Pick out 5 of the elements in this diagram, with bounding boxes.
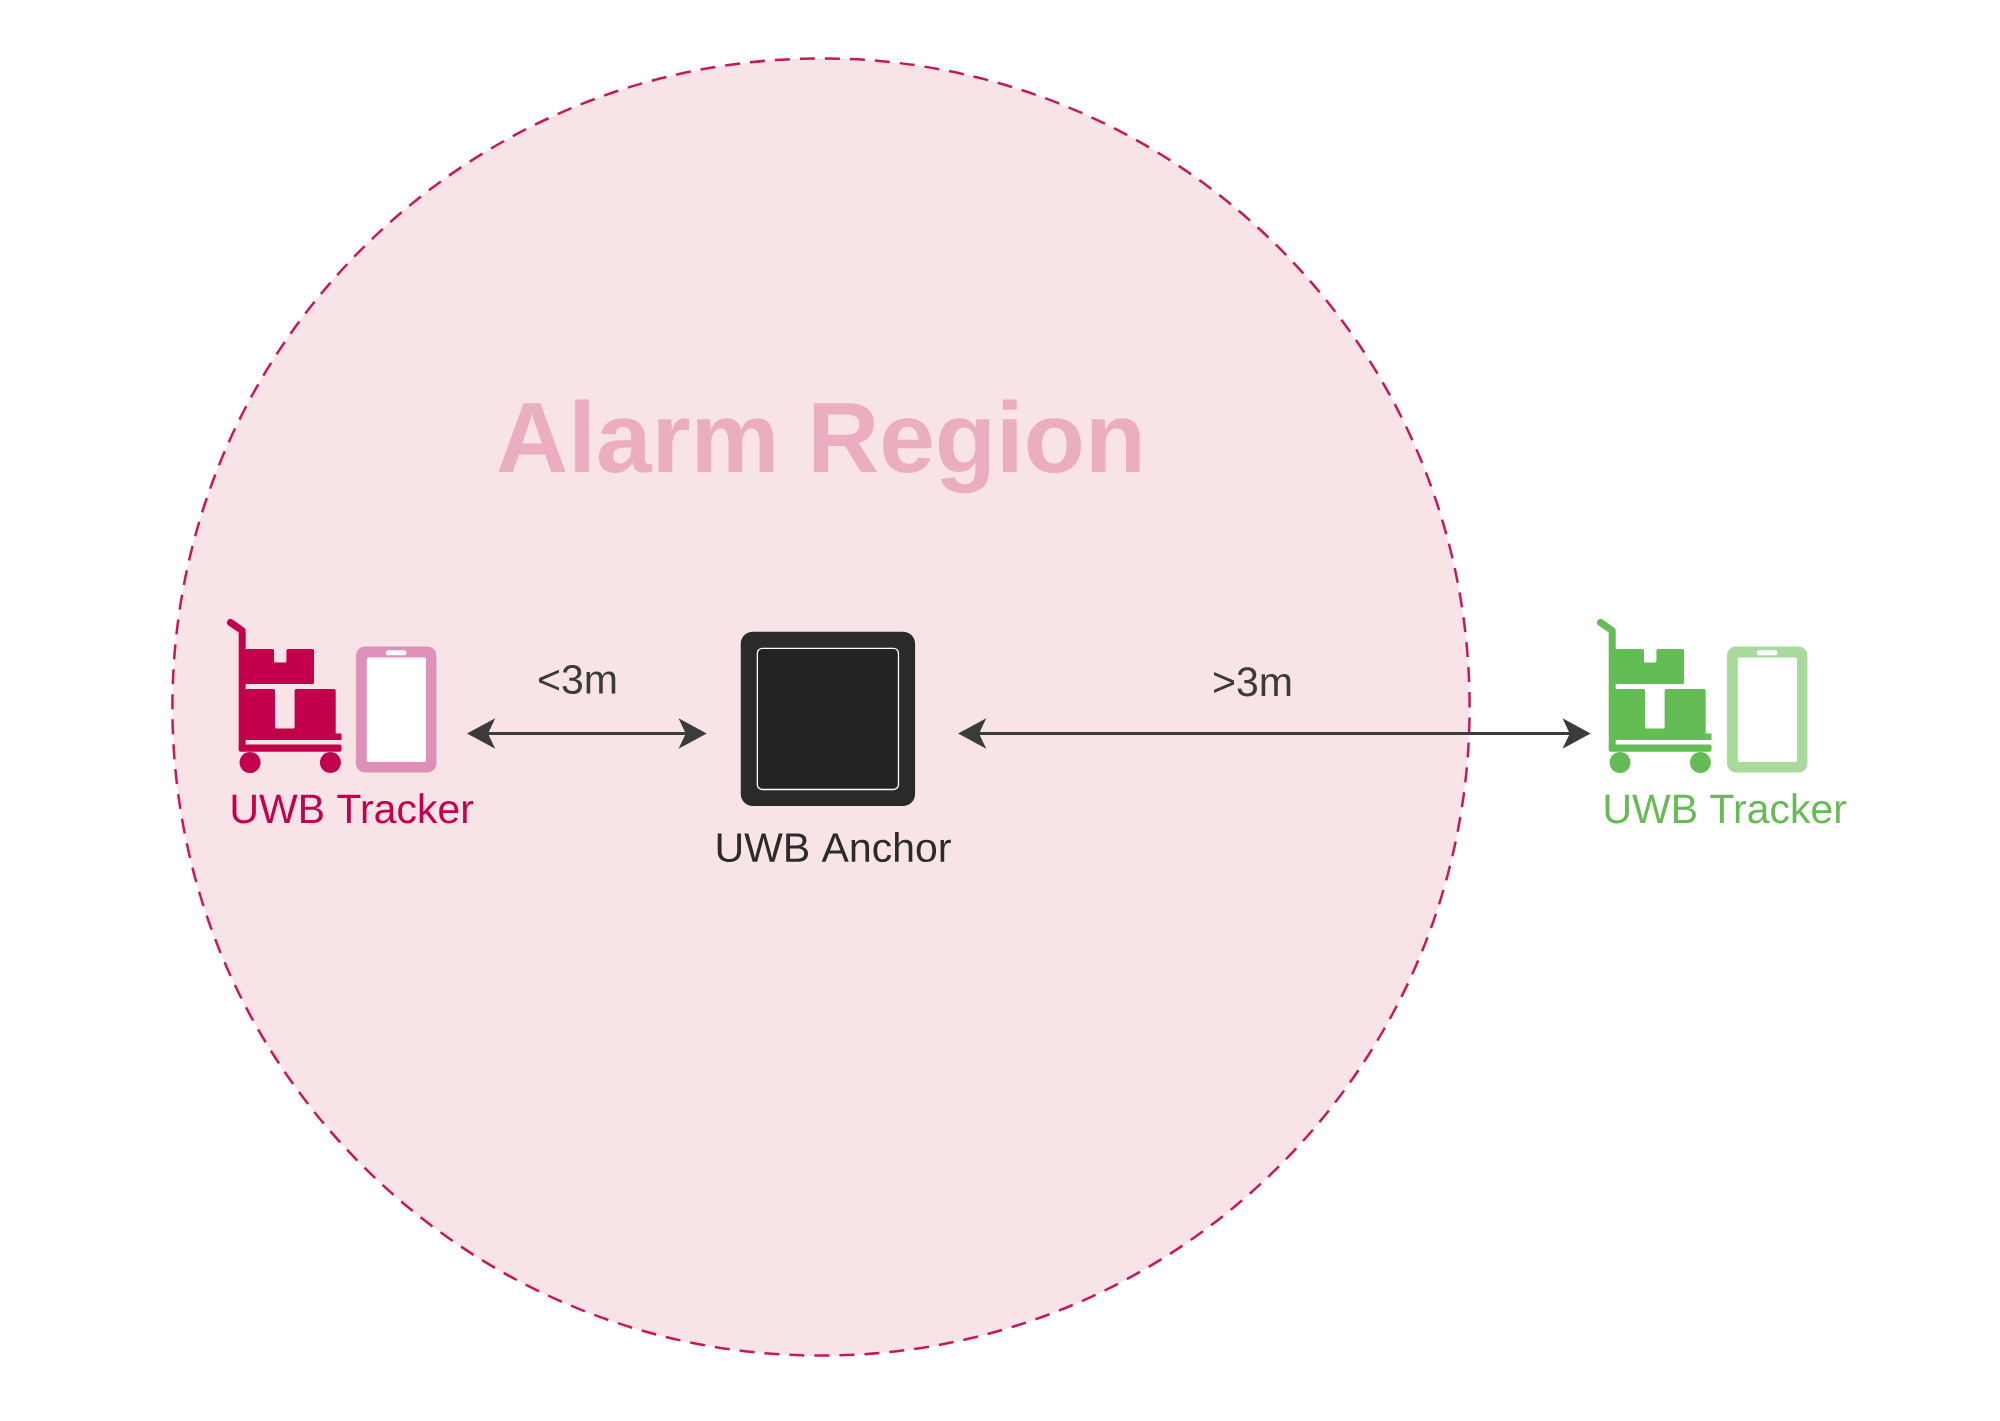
edge-label: <3m [539, 664, 616, 694]
node-label: UWB Anchor [717, 832, 951, 863]
node-label: UWB Tracker [1605, 793, 1847, 824]
node-label: UWB Tracker [232, 793, 474, 824]
edge-label: >3m [1214, 667, 1291, 697]
